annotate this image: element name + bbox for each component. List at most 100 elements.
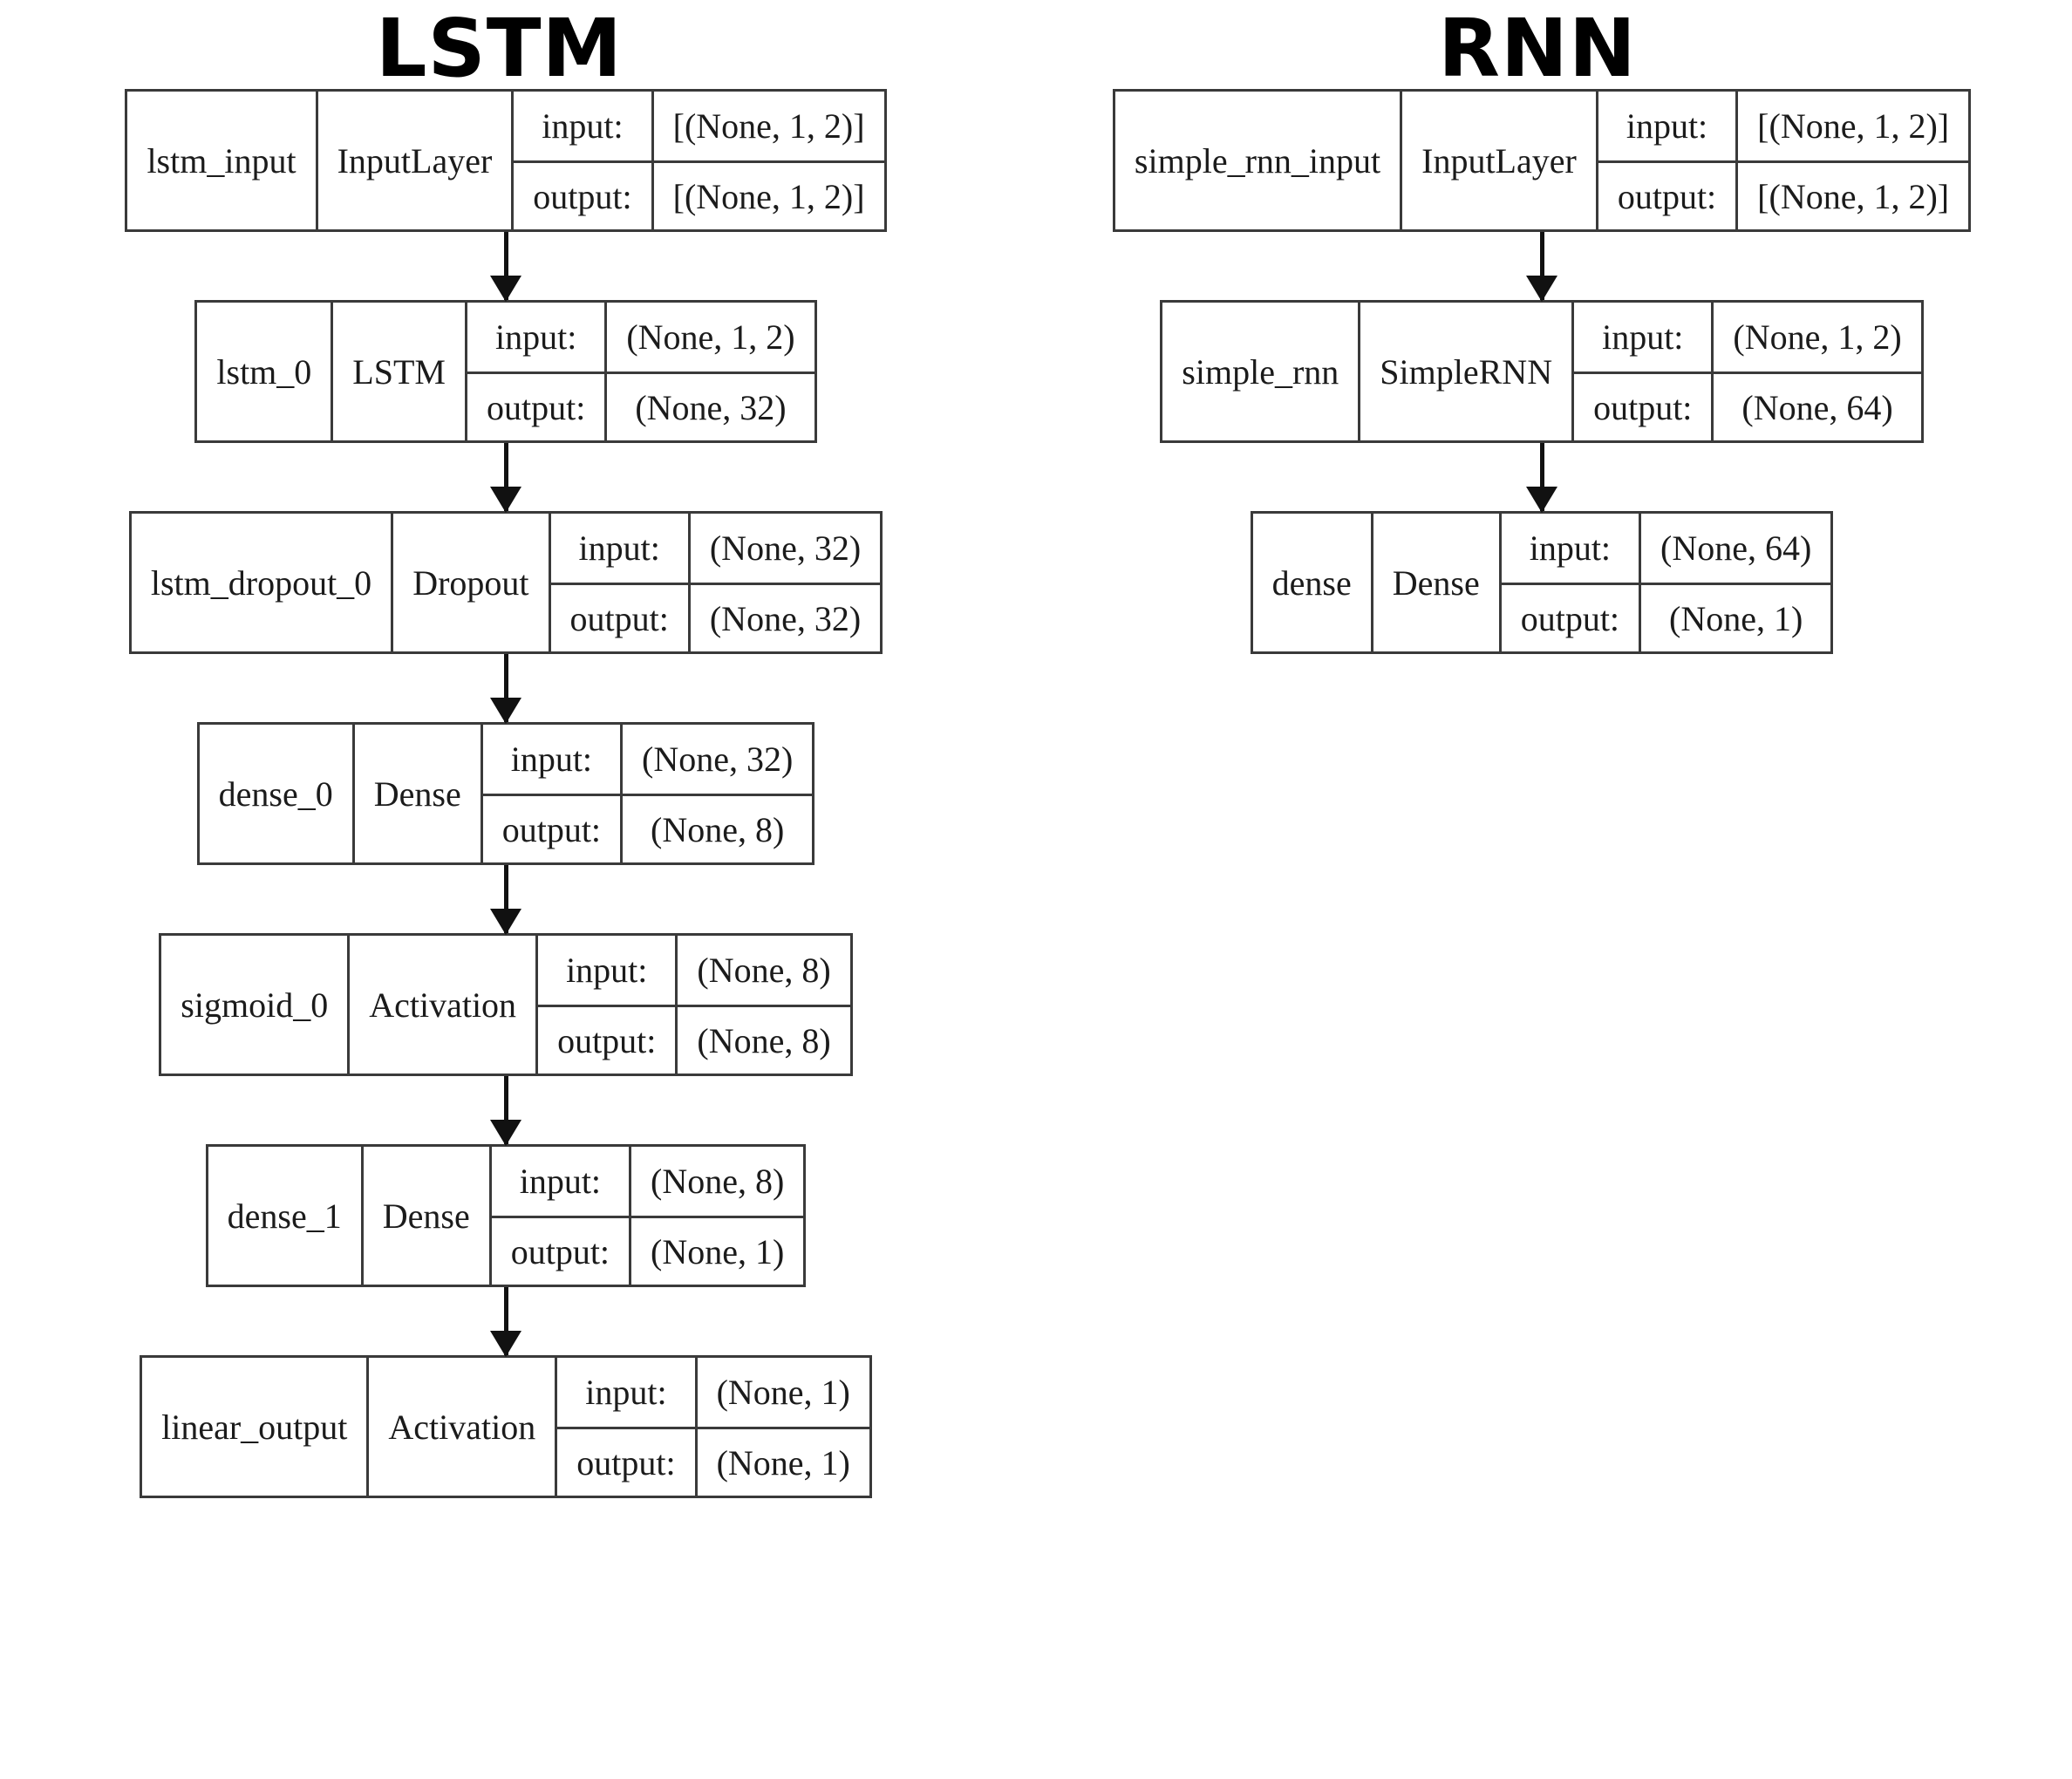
column-title-lstm: LSTM: [375, 2, 624, 95]
output-shape-value: (None, 64): [1714, 371, 1921, 440]
io-label-column: input:output:: [514, 92, 651, 229]
arrow-stem: [503, 1076, 508, 1144]
input-label: input:: [494, 317, 577, 357]
io-value-column: (None, 32)(None, 8): [620, 725, 813, 862]
output-label: output:: [550, 583, 688, 651]
layer-class: Activation: [347, 936, 535, 1074]
layer-io-block: input:output:(None, 1, 2)(None, 32): [464, 303, 814, 440]
layer-name: lstm_0: [216, 351, 312, 392]
input-label: input:: [585, 1373, 667, 1412]
input-label: input:: [519, 1162, 602, 1201]
connector-row: [1012, 232, 2072, 302]
io-value-column: (None, 64) (None, 1): [1639, 514, 1831, 651]
connector-row: [0, 443, 1012, 513]
layer-class: Activation: [366, 1358, 555, 1496]
arrow-stem: [503, 443, 508, 511]
input-label: input:: [510, 740, 593, 779]
output-label: output:: [482, 794, 621, 862]
layer-io-block: input:output:[(None, 1, 2)][(None, 1, 2)…: [511, 92, 884, 229]
layer-name: simple_rnn: [1182, 351, 1339, 392]
layer-class: InputLayer: [315, 92, 512, 229]
flow-arrow: [490, 443, 521, 513]
arrow-stem: [503, 232, 508, 300]
layer-io-block: input: output:(None, 32)(None, 8): [480, 725, 813, 862]
layer-class: Dense: [351, 725, 481, 862]
layer-class: Dropout: [391, 514, 548, 651]
arrow-head-icon: [490, 1331, 521, 1357]
arrow-head-icon: [490, 276, 521, 302]
io-value-column: [(None, 1, 2)][(None, 1, 2)]: [651, 92, 884, 229]
layer-name: dense: [1271, 562, 1352, 603]
output-shape-value: [(None, 1, 2)]: [1738, 160, 1969, 229]
flow-arrow: [490, 232, 521, 302]
input-label: input:: [1529, 528, 1612, 568]
output-shape-value: (None, 32): [690, 583, 881, 651]
layer-io-block: input:output: (None, 1, 2) (None, 64): [1571, 303, 1921, 440]
io-label-column: input: output:: [557, 1358, 695, 1496]
layer-name: simple_rnn_input: [1134, 140, 1381, 181]
io-label-column: input: output:: [550, 514, 688, 651]
architecture-column-lstm: LSTM lstm_input InputLayer input: output: [(…: [0, 0, 1012, 1498]
output-label: output:: [1598, 160, 1736, 229]
input-label: input:: [542, 106, 624, 146]
io-label-column: input:output:: [1574, 303, 1712, 440]
input-shape-value: (None, 8): [651, 1162, 785, 1201]
layer-name: dense_0: [218, 774, 333, 814]
arrow-stem: [503, 865, 508, 933]
io-value-column: (None, 1, 2) (None, 64): [1711, 303, 1921, 440]
layer-io-block: input:output:(None, 8)(None, 1): [488, 1147, 804, 1285]
output-label: output:: [538, 1005, 676, 1074]
output-label: output:: [1501, 583, 1639, 651]
io-label-column: input:output:: [467, 303, 605, 440]
io-value-column: (None, 8)(None, 8): [675, 936, 850, 1074]
input-shape-value: (None, 1): [716, 1373, 850, 1412]
output-shape-value: (None, 8): [623, 794, 813, 862]
arrow-head-icon: [490, 487, 521, 513]
io-label-column: input: output:: [482, 725, 621, 862]
input-shape-value: [(None, 1, 2)]: [1757, 106, 1950, 146]
connector-row: [0, 232, 1012, 302]
output-shape-value: (None, 32): [607, 371, 814, 440]
io-value-column: [(None, 1, 2)] [(None, 1, 2)]: [1735, 92, 1969, 229]
input-shape-value: (None, 8): [697, 951, 831, 990]
arrow-stem: [503, 1287, 508, 1355]
io-label-column: input: output:: [491, 1147, 630, 1285]
layer-name: dense_1: [227, 1196, 342, 1236]
input-shape-value: (None, 64): [1660, 528, 1812, 568]
flow-arrow: [1526, 443, 1557, 513]
input-label: input:: [578, 528, 660, 568]
output-shape-value: (None, 1): [1641, 583, 1831, 651]
arrow-stem: [1539, 232, 1544, 300]
output-shape-value: (None, 1): [697, 1427, 869, 1496]
arrow-stem: [1539, 443, 1544, 511]
layer-class: LSTM: [331, 303, 465, 440]
layer-io-block: input:output:(None, 8)(None, 8): [535, 936, 850, 1074]
output-label: output:: [557, 1427, 695, 1496]
column-title-rnn: RNN: [1438, 2, 1637, 95]
input-label: input:: [1602, 317, 1684, 357]
layer-io-block: input:output:(None, 1)(None, 1): [555, 1358, 869, 1496]
input-shape-value: (None, 1, 2): [1733, 317, 1902, 357]
input-label: input:: [1626, 106, 1708, 146]
layer-name: lstm_input: [147, 140, 296, 181]
flow-arrow: [490, 1287, 521, 1357]
output-label: output:: [491, 1216, 630, 1285]
connector-row: [0, 1076, 1012, 1146]
layer-class: SimpleRNN: [1358, 303, 1571, 440]
input-shape-value: [(None, 1, 2)]: [672, 106, 865, 146]
layer-class: Dense: [360, 1147, 489, 1285]
io-value-column: (None, 32)(None, 32): [687, 514, 881, 651]
